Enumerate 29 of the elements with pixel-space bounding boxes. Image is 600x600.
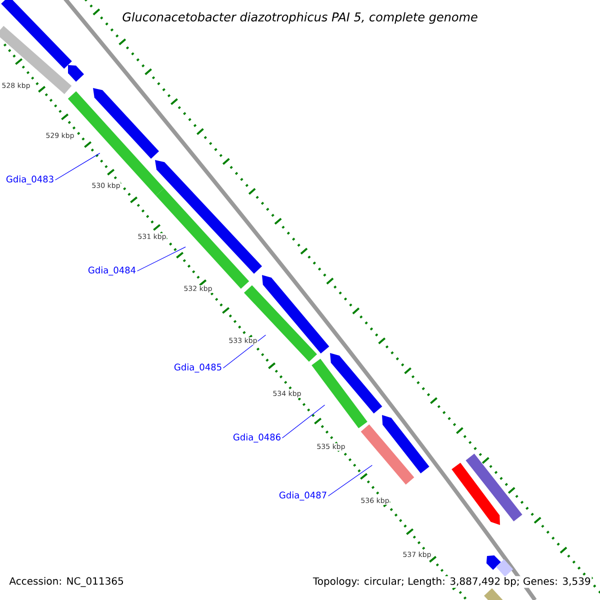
gene-bar <box>486 555 501 570</box>
gene-label: Gdia_0484 <box>88 266 136 276</box>
gene-bar <box>496 559 514 577</box>
gene-bar <box>466 454 522 522</box>
gene-bar <box>0 26 72 94</box>
gene-label: Gdia_0483 <box>6 176 54 184</box>
leader-line <box>54 152 100 180</box>
gene-bar <box>1 0 72 69</box>
gene-bar <box>68 65 84 82</box>
gene-bar <box>155 160 262 274</box>
leader-line <box>136 246 186 272</box>
leader-line <box>328 464 372 496</box>
gene-bar <box>330 353 382 414</box>
gene-bar <box>262 275 330 354</box>
footer-text: Topology: circular; Length: 3,887,492 bp; Genes: 3,539 <box>312 576 592 588</box>
gene-bar <box>360 424 414 485</box>
footer-text: Accession: NC_011365 <box>9 577 124 587</box>
gene-label: Gdia_0485 <box>174 364 222 372</box>
title: Gluconacetobacter diazotrophicus PAI 5, complete genome <box>122 12 478 24</box>
gene-bar <box>382 415 430 474</box>
leader-line <box>282 404 326 438</box>
gene-label: Gdia_0487 <box>279 492 326 500</box>
gene-bar <box>484 588 504 600</box>
gene-bar <box>452 462 500 525</box>
leader-line <box>222 334 266 368</box>
gene-label: Gdia_0486 <box>233 434 280 442</box>
gene-bar <box>244 285 317 362</box>
gene-bar <box>93 88 159 159</box>
gene-bar <box>312 358 368 428</box>
